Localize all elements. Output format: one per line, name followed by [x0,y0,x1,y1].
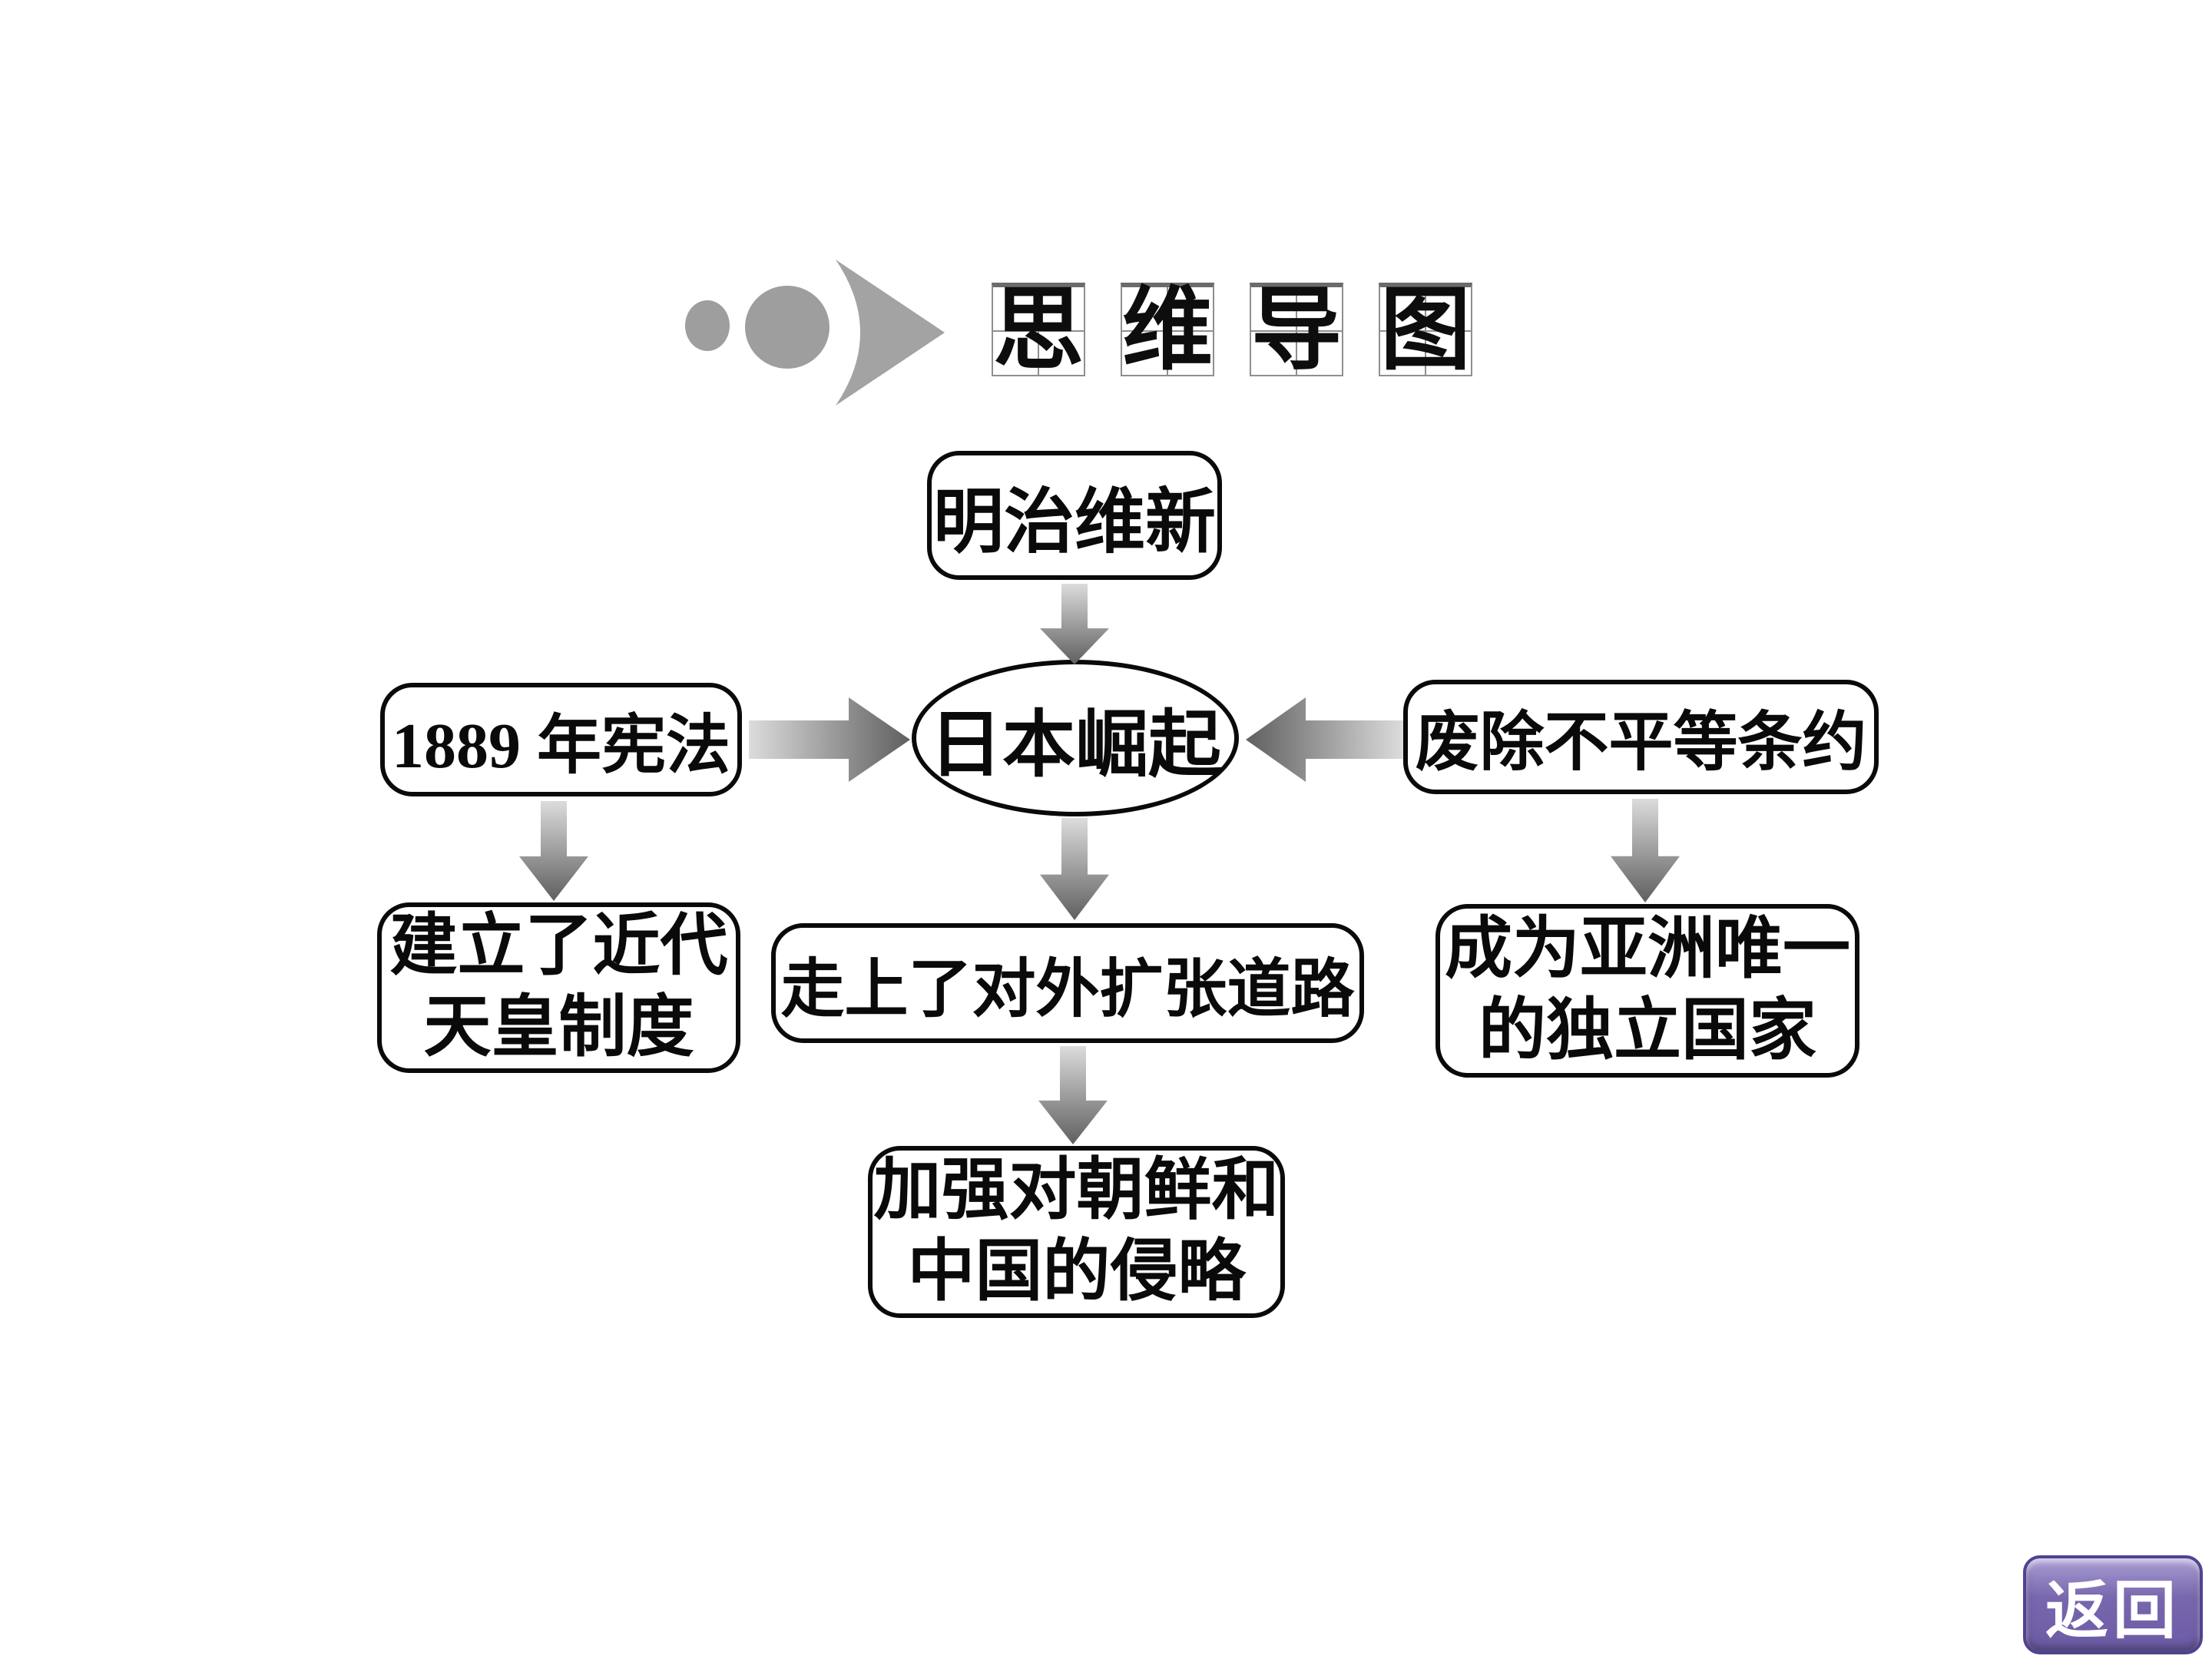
title-character: 图 [1380,280,1472,381]
grid-line-vertical [1167,287,1168,375]
down-arrow-meiji-to-rise [1040,584,1109,664]
node-label-line1: 加强对朝鲜和 [873,1154,1280,1228]
title-character: 思 [993,280,1084,381]
node-label: 1889 年宪法 [391,710,730,782]
node-modern-emperor-system: 建立了近代 天皇制度 [377,902,740,1073]
chevron-right-icon [836,260,945,406]
left-arrow-treaties-to-rise [1246,697,1403,782]
node-abolish-unequal-treaties: 废除不平等条约 [1403,680,1879,794]
down-arrow-constitution-to-emperor [519,801,588,901]
deco-dot-small [685,300,730,351]
grid-line-vertical [1425,287,1426,375]
node-foreign-expansion-path: 走上了对外扩张道路 [771,923,1364,1043]
grid-line-vertical [1038,287,1039,375]
node-aggression-korea-china: 加强对朝鲜和 中国的侵略 [868,1146,1285,1318]
grid-line-vertical [1296,287,1297,375]
title-char-box: 导 [1250,283,1343,376]
node-label-line1: 建立了近代 [389,909,728,984]
node-label: 日本崛起 [929,704,1221,786]
return-button[interactable]: 返回 [2023,1555,2203,1654]
node-label-line2: 的独立国家 [1478,994,1816,1068]
node-meiji-restoration: 明治维新 [927,451,1222,580]
right-arrow-constitution-to-rise [749,697,910,782]
down-arrow-rise-to-expansion [1040,818,1109,920]
title-character: 维 [1122,280,1214,381]
return-button-label: 返回 [2045,1576,2181,1646]
down-arrow-expansion-to-aggression [1038,1046,1108,1144]
node-label-line2: 天皇制度 [423,991,694,1065]
down-arrow-treaties-to-independent [1611,799,1680,902]
node-1889-constitution: 1889 年宪法 [380,683,742,796]
node-label: 废除不平等条约 [1415,707,1867,779]
deco-dot-large [745,286,830,369]
node-label-line2: 中国的侵略 [907,1235,1246,1310]
node-label: 走上了对外扩张道路 [780,954,1355,1025]
title-char-box: 思 [992,283,1085,376]
title-char-box: 图 [1379,283,1472,376]
node-japan-rise: 日本崛起 [912,660,1239,816]
node-only-independent-asian-country: 成为亚洲唯一 的独立国家 [1435,904,1859,1078]
node-label-line1: 成为亚洲唯一 [1444,912,1850,987]
title-char-box: 维 [1121,283,1214,376]
title-character: 导 [1251,280,1343,381]
node-label: 明治维新 [932,482,1216,561]
